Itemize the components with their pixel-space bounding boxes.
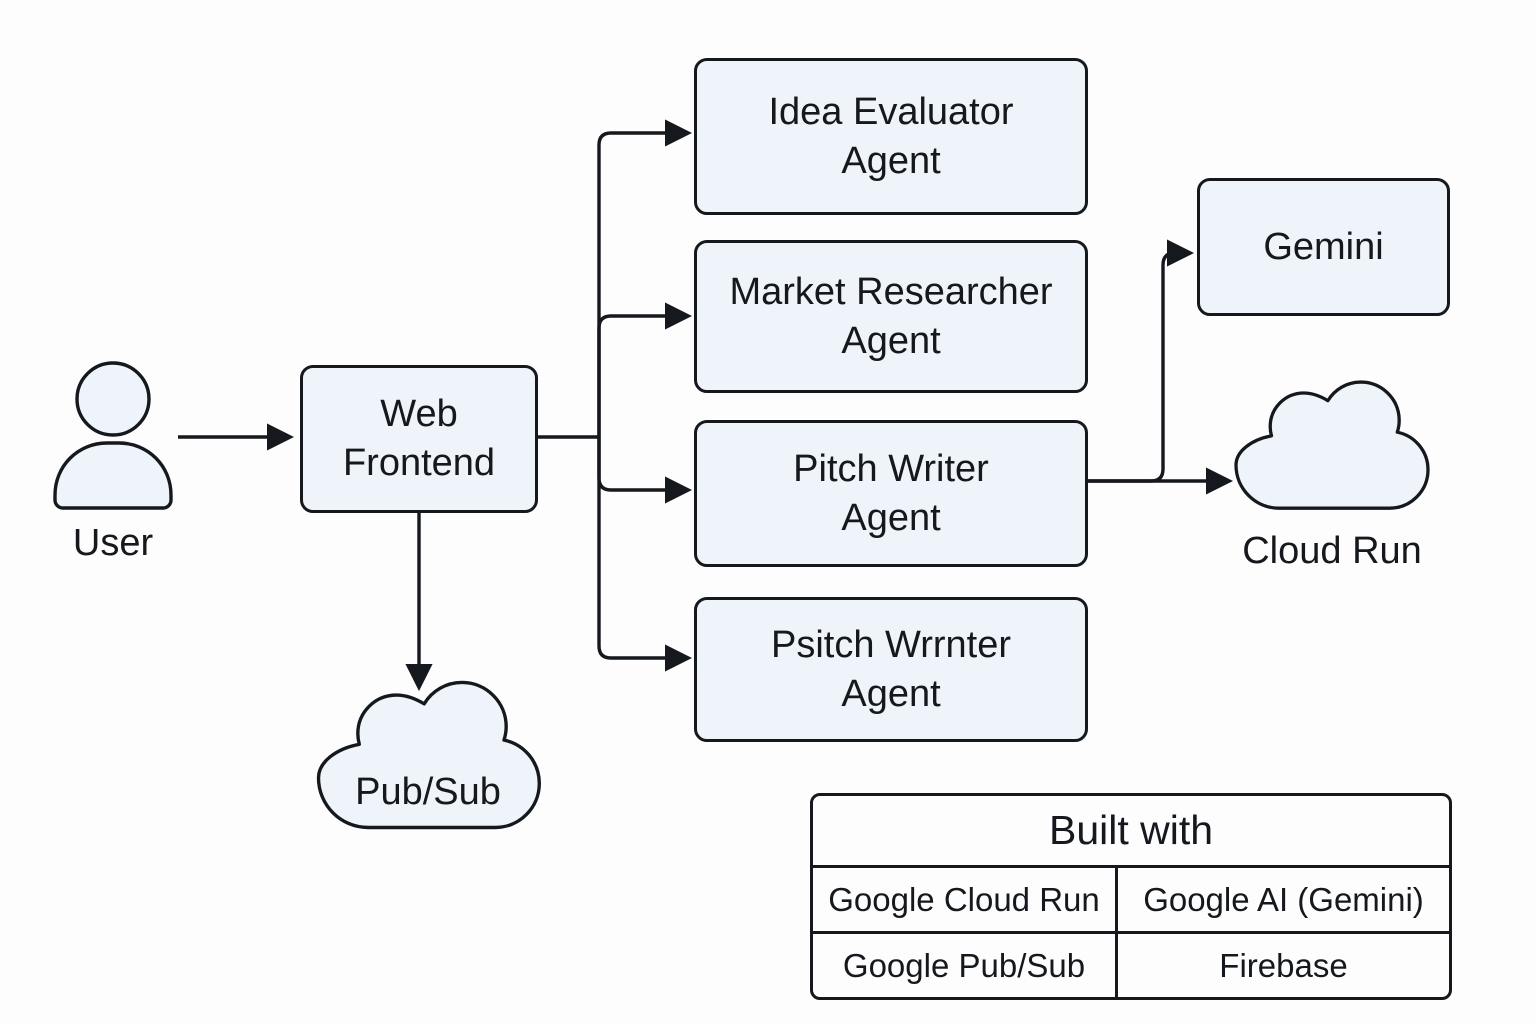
arrow-frontend-to-market-agent	[597, 302, 693, 437]
node-pitch-writer-agent: Pitch Writer Agent	[694, 420, 1088, 567]
node-label: Web	[380, 393, 458, 435]
node-label: Agent	[841, 672, 941, 715]
node-label: Market Researcher	[729, 270, 1053, 313]
table-cell-google-ai-gemini: Google AI (Gemini)	[1118, 868, 1449, 934]
arrow-frontend-to-psitch-agent	[597, 437, 693, 672]
table-cell-google-cloud-run: Google Cloud Run	[813, 868, 1118, 934]
cloud-run-label: Cloud Run	[1242, 530, 1422, 572]
table-cell-google-pubsub: Google Pub/Sub	[813, 934, 1118, 997]
built-with-table: Built with Google Cloud Run Google AI (G…	[810, 793, 1452, 1000]
node-psitch-wrrnter-agent: Psitch Wrrnter Agent	[694, 597, 1088, 742]
node-label: Agent	[841, 139, 941, 182]
node-label: Frontend	[342, 442, 496, 484]
table-cell-firebase: Firebase	[1219, 946, 1348, 984]
node-label: Gemini	[1263, 225, 1384, 268]
node-label: Agent	[841, 319, 941, 362]
node-gemini: Gemini	[1197, 178, 1450, 316]
node-label: Pitch Writer	[793, 447, 989, 490]
user-icon	[53, 361, 173, 510]
node-idea-evaluator-agent: Idea Evaluator Agent	[694, 58, 1088, 215]
arrow-frontend-to-pitch-agent	[597, 437, 693, 504]
pubsub-label: Pub/Sub	[355, 771, 501, 813]
arrow-pitch-to-gemini	[1088, 239, 1195, 483]
pubsub-cloud-icon	[316, 680, 541, 830]
arrow-frontend-to-idea-agent	[597, 119, 693, 437]
user-label: User	[72, 522, 154, 564]
node-label: Idea Evaluator	[768, 90, 1014, 133]
node-market-researcher-agent: Market Researcher Agent	[694, 240, 1088, 393]
cloud-run-cloud-icon	[1234, 380, 1430, 510]
built-with-title: Built with	[813, 796, 1449, 868]
node-label: Psitch Wrrnter	[770, 623, 1011, 666]
node-label: Agent	[841, 496, 941, 539]
node-web-frontend: Web Frontend	[300, 365, 538, 513]
